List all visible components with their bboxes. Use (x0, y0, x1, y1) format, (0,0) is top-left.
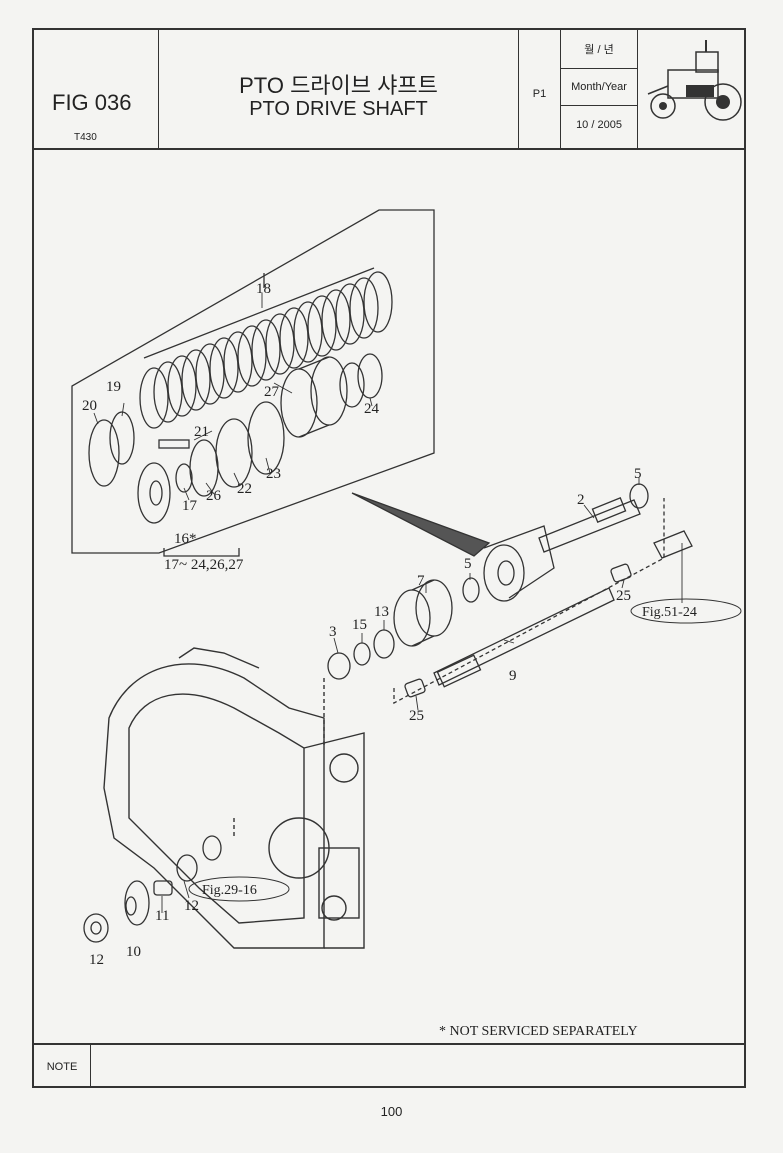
callout-3: 3 (329, 624, 337, 640)
title-english: PTO DRIVE SHAFT (249, 98, 428, 120)
date-label-korean: 월 / 년 (584, 44, 614, 56)
note-label: NOTE (34, 1045, 91, 1088)
callout-12-upper: 12 (184, 898, 199, 914)
callout-19: 19 (106, 379, 121, 395)
callout-5-upper: 5 (634, 466, 642, 482)
page-frame: FIG 036 T430 PTO 드라이브 샤프트 PTO DRIVE SHAF… (32, 28, 746, 1088)
page-code: P1 (532, 88, 547, 100)
seal-fig29 (202, 835, 222, 861)
callout-16: 16* (174, 531, 197, 547)
callout-15: 15 (352, 617, 367, 633)
callout-12-lower: 12 (89, 952, 104, 968)
figure-number: FIG 036 (52, 90, 132, 115)
callout-17: 17 (182, 498, 198, 514)
model-code: T430 (74, 132, 97, 143)
callout-21: 21 (194, 424, 209, 440)
callout-25-right: 25 (616, 588, 631, 604)
callout-20: 20 (82, 398, 97, 414)
callout-13: 13 (374, 604, 389, 620)
callout-26: 26 (206, 488, 222, 504)
callout-9: 9 (509, 668, 517, 684)
shaft-assembly (327, 483, 693, 705)
exploded-diagram: 18 19 20 21 27 24 23 22 26 17 16* 17~ 24… (34, 148, 744, 1043)
title-cell: PTO 드라이브 샤프트 PTO DRIVE SHAFT (159, 30, 519, 148)
callout-25-left: 25 (409, 708, 424, 724)
svg-text:Fig.51-24: Fig.51-24 (642, 605, 697, 620)
callout-23: 23 (266, 466, 281, 482)
transmission-housing (103, 647, 365, 949)
note-row: NOTE (34, 1043, 744, 1088)
date-value: 10 / 2005 (576, 119, 622, 131)
callout-2: 2 (577, 492, 585, 508)
date-cell: 월 / 년 Month/Year 10 / 2005 (561, 30, 638, 148)
callout-labels: 18 19 20 21 27 24 23 22 26 17 16* 17~ 24… (82, 281, 642, 968)
callout-18: 18 (256, 281, 271, 297)
page-number: 100 (380, 1104, 403, 1119)
callout-5-lower: 5 (464, 556, 472, 572)
ref-fig29: Fig.29-16 (188, 876, 290, 902)
clutch-pack-inset (71, 209, 491, 557)
title-korean: PTO 드라이브 샤프트 (239, 73, 438, 98)
tractor-icon (647, 40, 742, 121)
page-code-cell: P1 (519, 30, 561, 148)
callout-27: 27 (264, 384, 280, 400)
tractor-icon-cell (638, 30, 744, 148)
callout-16-subparts: 17~ 24,26,27 (164, 557, 244, 573)
callout-7: 7 (417, 573, 425, 589)
leader-lines (93, 293, 683, 913)
callout-11: 11 (155, 908, 169, 924)
callout-22: 22 (237, 481, 252, 497)
ref-fig51: Fig.51-24 (630, 598, 742, 624)
callout-24: 24 (364, 401, 380, 417)
lower-left-parts (83, 835, 222, 943)
svg-text:Fig.29-16: Fig.29-16 (202, 883, 257, 898)
callout-10: 10 (126, 944, 141, 960)
header-block: FIG 036 T430 PTO 드라이브 샤프트 PTO DRIVE SHAF… (34, 30, 744, 150)
date-label-english: Month/Year (561, 68, 637, 106)
fig-cell: FIG 036 T430 (34, 30, 159, 148)
friction-disc-stack (139, 271, 393, 429)
footnote: * NOT SERVICED SEPARATELY (439, 1024, 638, 1039)
